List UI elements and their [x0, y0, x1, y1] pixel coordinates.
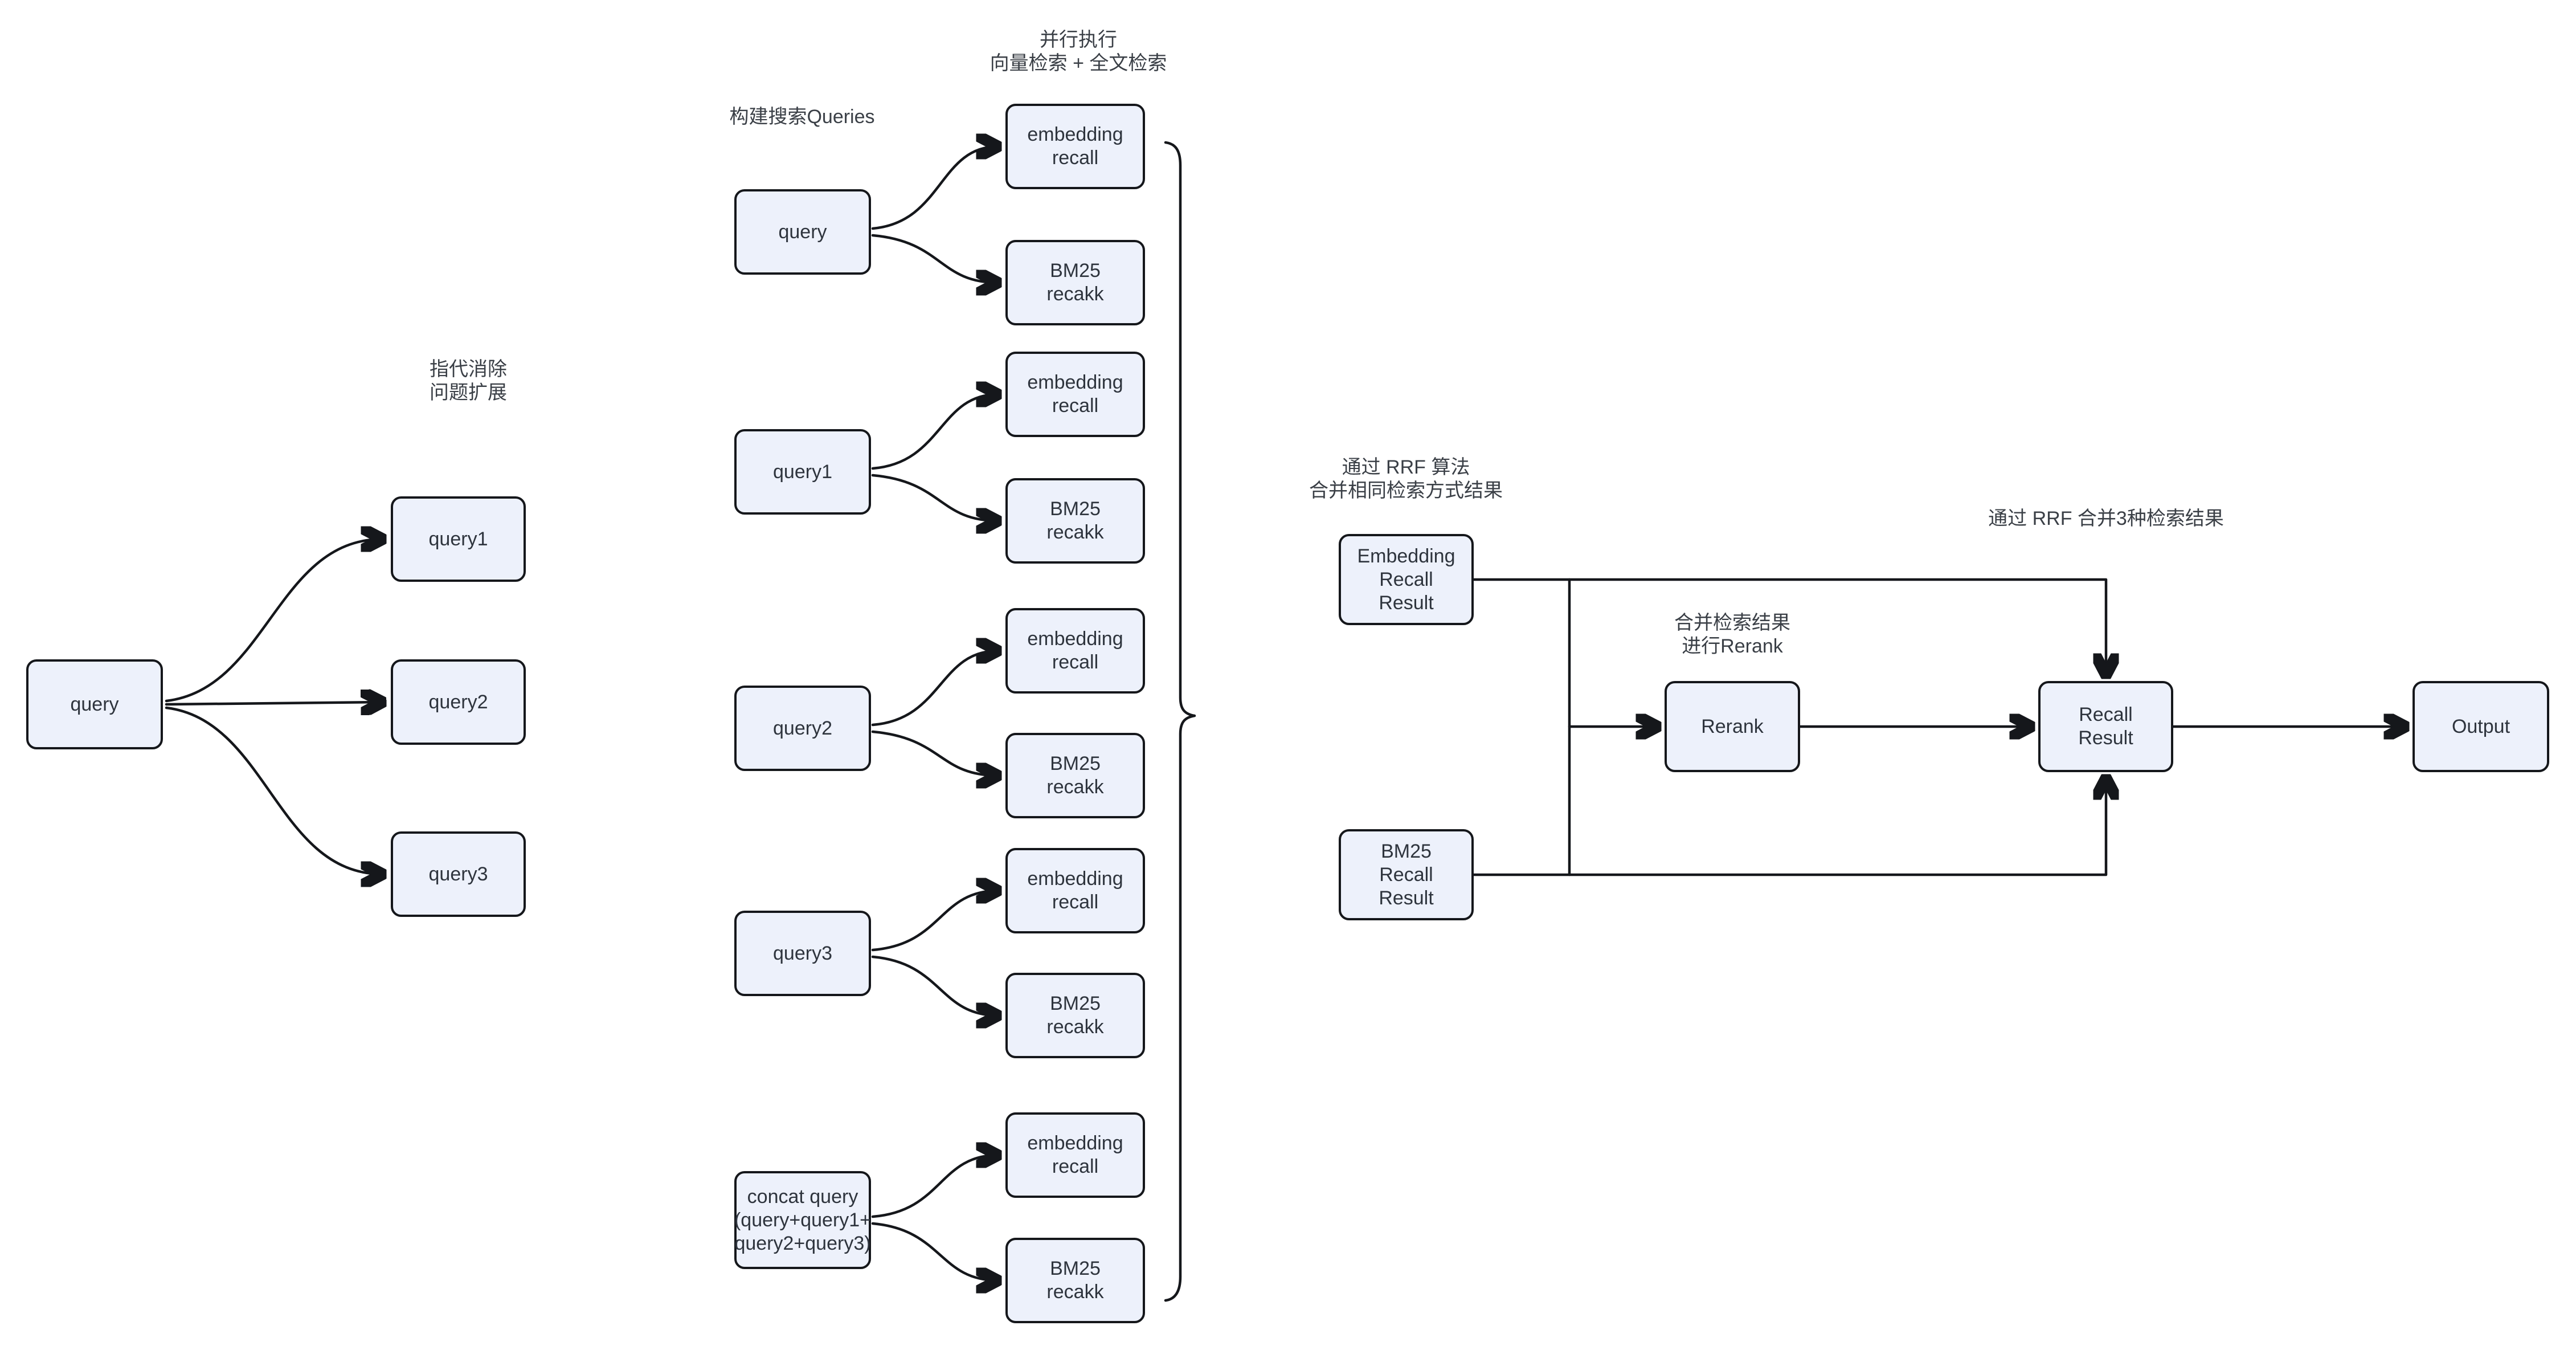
node-concat-query: concat query (query+query1+ query2+query… — [734, 1171, 871, 1269]
edge-mquery-to-b1 — [871, 234, 998, 283]
curly-brace — [1164, 141, 1196, 1302]
edge-bm25-result-to-recall-result — [1472, 778, 2106, 876]
edge-mquery2-to-e3 — [871, 651, 998, 727]
node-text-line: embedding — [1027, 628, 1123, 650]
node-text-line: recakk — [1046, 776, 1104, 798]
node-embedding-recall-4: embedding recall — [1005, 848, 1145, 933]
node-bm25-recall-4: BM25 recakk — [1005, 973, 1145, 1058]
node-text-line: recakk — [1046, 521, 1104, 543]
node-text-line: BM25 — [1050, 498, 1101, 520]
node-text-line: query2 — [428, 691, 488, 713]
node-rerank: Rerank — [1665, 681, 1800, 772]
node-text-line: BM25 — [1050, 260, 1101, 282]
node-text-line: query3 — [773, 942, 832, 964]
node-mid-query: query — [734, 189, 871, 275]
node-text-line: Recall — [2079, 704, 2133, 725]
node-text-line: Output — [2451, 715, 2510, 737]
node-text-line: query1 — [773, 460, 832, 483]
node-text-line: BM25 — [1050, 753, 1101, 774]
node-text-line: query2 — [773, 717, 832, 739]
node-text-line: recall — [1052, 147, 1099, 169]
node-text-line: Embedding — [1357, 545, 1455, 567]
node-text-line: embedding — [1027, 124, 1123, 145]
node-output: Output — [2413, 681, 2549, 772]
node-text-line: query — [778, 221, 827, 243]
node-text-line: recakk — [1046, 1016, 1104, 1038]
label-line: 通过 RRF 合并3种检索结果 — [1988, 508, 2224, 529]
edge-query-to-query3 — [165, 706, 383, 874]
node-text-line: recall — [1052, 1156, 1099, 1177]
node-bm25-recall-5: BM25 recakk — [1005, 1238, 1145, 1323]
edge-embed-result-to-recall-result — [1472, 578, 2106, 675]
node-query2: query2 — [391, 659, 526, 745]
node-text-line: recall — [1052, 651, 1099, 673]
node-text-line: BM25 — [1050, 993, 1101, 1014]
node-text-line: Rerank — [1701, 715, 1764, 737]
node-bm25-recall-3: BM25 recakk — [1005, 733, 1145, 818]
node-text-line: query1 — [428, 528, 488, 550]
node-embedding-recall-result: Embedding Recall Result — [1339, 534, 1474, 625]
node-text-line: recall — [1052, 395, 1099, 417]
node-mid-query3: query3 — [734, 911, 871, 996]
node-recall-result: Recall Result — [2038, 681, 2173, 772]
node-embedding-recall-5: embedding recall — [1005, 1112, 1145, 1198]
node-embedding-recall-1: embedding recall — [1005, 104, 1145, 189]
node-text-line: embedding — [1027, 868, 1123, 890]
node-text-line: recakk — [1046, 283, 1104, 305]
node-bm25-recall-2: BM25 recakk — [1005, 478, 1145, 564]
edge-mquery1-to-b2 — [871, 474, 998, 521]
node-text-line: query2+query3) — [734, 1232, 871, 1254]
node-text-line: query — [70, 693, 119, 715]
label-rrf-merge-same: 通过 RRF 算法 合并相同检索方式结果 — [1309, 456, 1503, 503]
node-text-line: recakk — [1046, 1281, 1104, 1303]
node-mid-query2: query2 — [734, 686, 871, 771]
label-line: 指代消除 — [430, 358, 507, 380]
label-parallel-execution: 并行执行 向量检索 + 全文检索 — [990, 28, 1167, 75]
edge-mquery3-to-b4 — [871, 955, 998, 1016]
edge-query-to-query1 — [165, 539, 383, 703]
node-text-line: embedding — [1027, 1132, 1123, 1154]
label-line: 构建搜索Queries — [729, 106, 875, 128]
node-text-line: Recall — [1379, 863, 1433, 886]
node-embedding-recall-3: embedding recall — [1005, 608, 1145, 694]
node-text-line: Result — [1379, 592, 1434, 614]
node-text-line: concat query — [747, 1185, 858, 1208]
node-bm25-recall-1: BM25 recakk — [1005, 240, 1145, 325]
label-line: 向量检索 + 全文检索 — [989, 52, 1167, 74]
node-bm25-recall-result: BM25 Recall Result — [1339, 829, 1474, 920]
edge-mquery3-to-e4 — [871, 891, 998, 952]
edge-concat-to-e5 — [871, 1155, 998, 1218]
node-text-line: (query+query1+ — [734, 1209, 872, 1231]
label-rrf-merge-3: 通过 RRF 合并3种检索结果 — [1988, 507, 2224, 531]
node-text-line: BM25 — [1050, 1258, 1101, 1279]
label-build-queries: 构建搜索Queries — [729, 105, 874, 129]
label-line: 并行执行 — [1040, 29, 1117, 51]
node-query3: query3 — [391, 831, 526, 917]
node-query1: query1 — [391, 496, 526, 582]
label-line: 进行Rerank — [1682, 635, 1783, 657]
node-text-line: query3 — [428, 863, 488, 885]
edge-mquery-to-e1 — [871, 146, 998, 230]
node-text-line: embedding — [1027, 372, 1123, 393]
label-line: 合并相同检索方式结果 — [1309, 480, 1503, 501]
label-line: 合并检索结果 — [1674, 612, 1790, 634]
label-line: 问题扩展 — [430, 382, 507, 403]
label-merge-rerank: 合并检索结果 进行Rerank — [1674, 611, 1790, 658]
node-embedding-recall-2: embedding recall — [1005, 352, 1145, 437]
edge-concat-to-b5 — [871, 1222, 998, 1280]
node-text-line: Recall — [1379, 568, 1433, 590]
node-text-line: Result — [2078, 727, 2133, 749]
node-mid-query1: query1 — [734, 429, 871, 515]
label-coreference-expansion: 指代消除 问题扩展 — [430, 358, 507, 405]
node-text-line: BM25 — [1381, 840, 1432, 862]
label-line: 通过 RRF 算法 — [1342, 456, 1470, 478]
node-text-line: Result — [1379, 887, 1434, 909]
edge-mquery2-to-b3 — [871, 730, 998, 776]
edge-query-to-query2 — [165, 702, 383, 704]
node-query: query — [26, 659, 163, 749]
node-text-line: recall — [1052, 891, 1099, 913]
edge-mquery1-to-e2 — [871, 394, 998, 470]
